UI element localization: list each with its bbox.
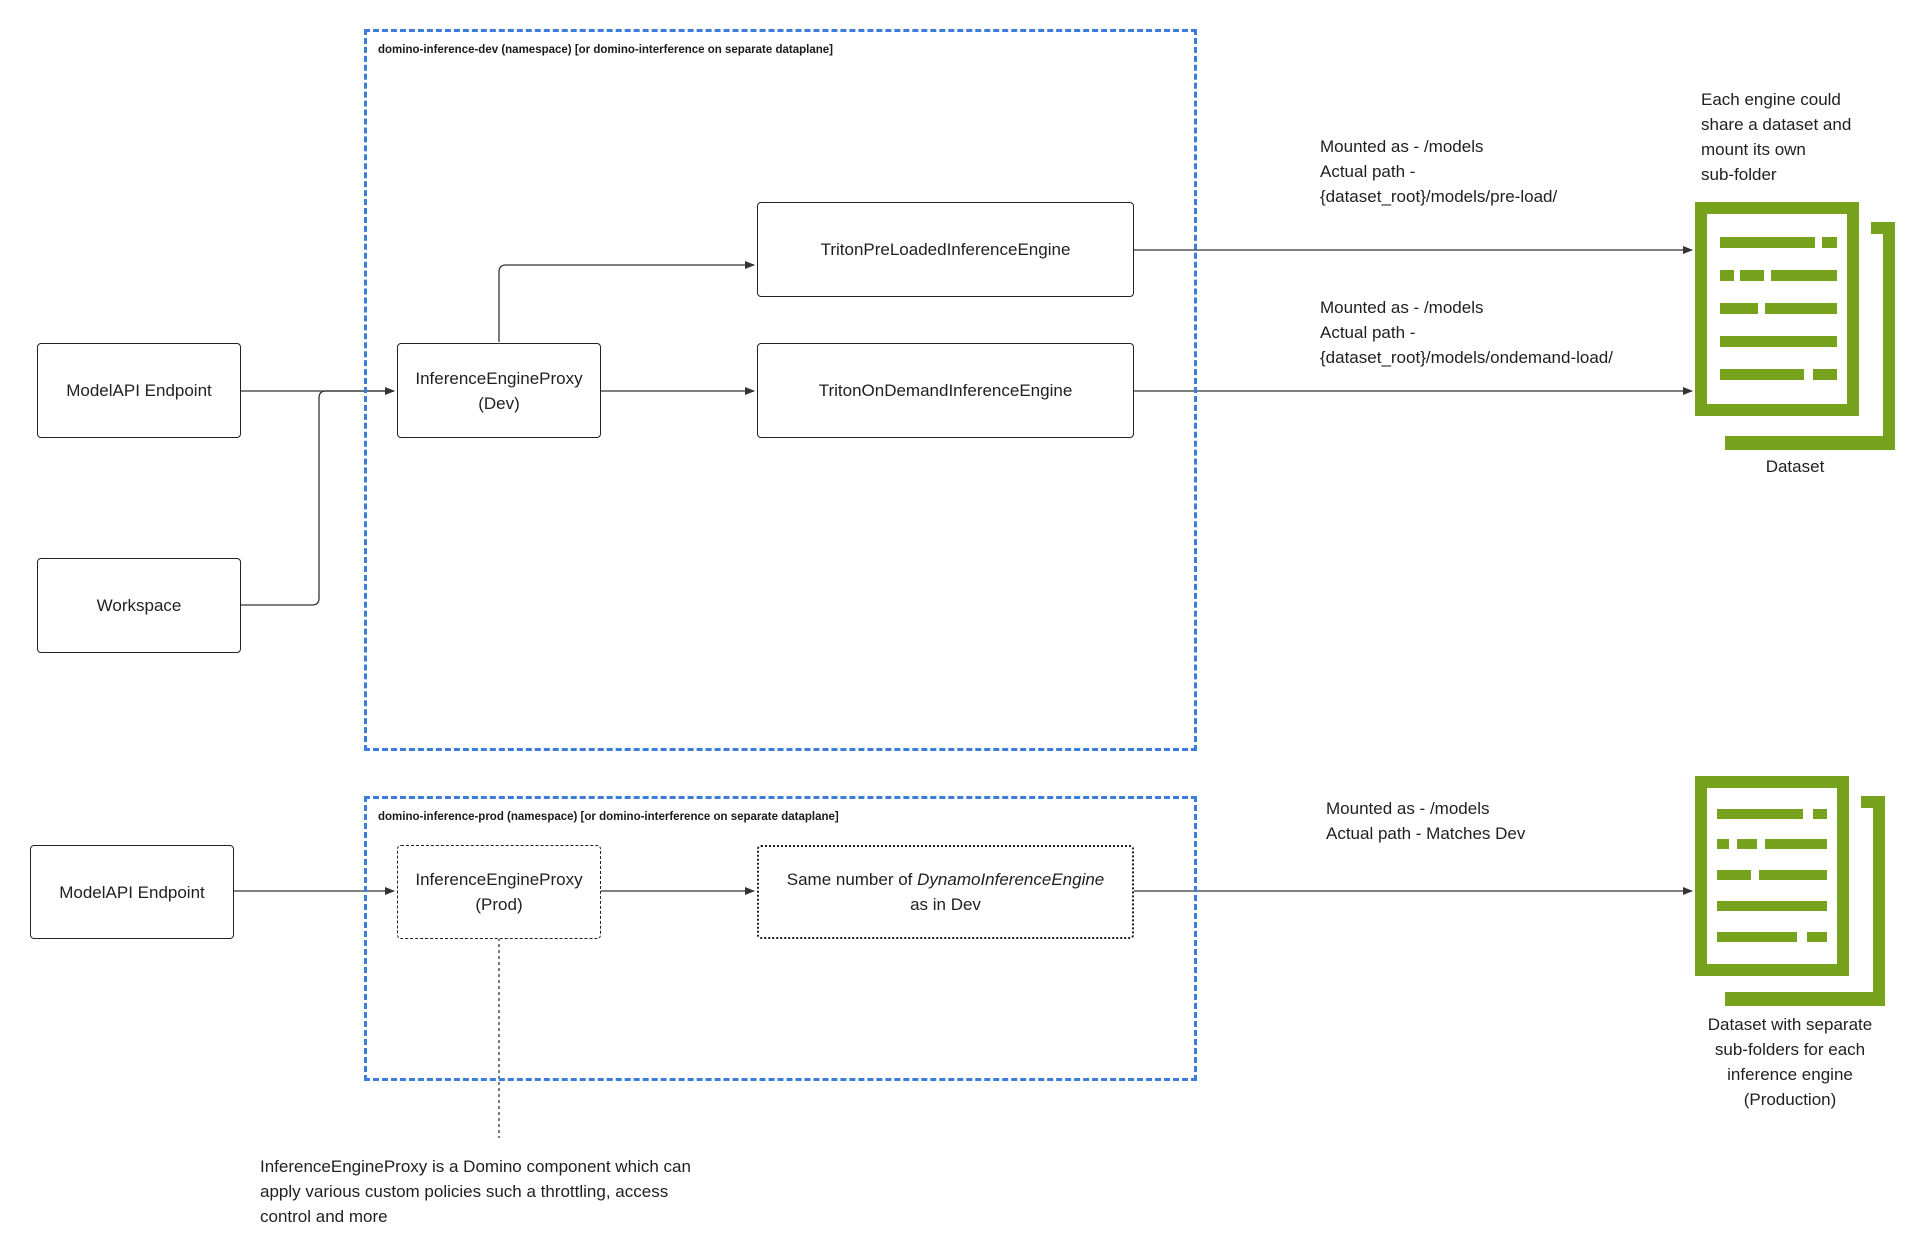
inference-engine-proxy-prod[interactable]: InferenceEngineProxy (Prod) [397,845,601,939]
mount-note-ondemand: Mounted as - /models Actual path - {data… [1320,295,1613,370]
mount-note-prod: Mounted as - /models Actual path - Match… [1326,796,1525,846]
engines-prefix: Same number of [786,870,918,889]
proxy-note-line3: control and more [260,1207,388,1226]
prod-namespace-box [364,796,1197,1081]
dataset-sharing-note: Each engine could share a dataset and mo… [1701,87,1851,187]
proxy-note-line2: apply various custom policies such a thr… [260,1182,669,1201]
mount-note-prod-line2: Actual path - Matches Dev [1326,824,1526,843]
workspace-node[interactable]: Workspace [37,558,241,653]
triton-preloaded-engine[interactable]: TritonPreLoadedInferenceEngine [757,202,1134,297]
mount-note-ondemand-line1: Mounted as - /models [1320,298,1484,317]
modelapi-endpoint-prod[interactable]: ModelAPI Endpoint [30,845,234,939]
dataset-prod-line1: Dataset with separate [1707,1015,1873,1034]
mount-note-preload-line2: Actual path - [1320,162,1416,181]
edge-workspace-to-proxy-dev [241,390,394,606]
modelapi-endpoint-dev-label: ModelAPI Endpoint [66,381,212,400]
dataset-note-line3: mount its own [1701,140,1806,159]
proxy-dev-line2: (Dev) [478,393,520,413]
inference-engine-proxy-dev[interactable]: InferenceEngineProxy (Dev) [397,343,601,438]
mount-note-preload-line3: {dataset_root}/models/pre-load/ [1320,187,1558,206]
edge-proxy-to-preloaded [498,261,755,342]
dataset-note-line1: Each engine could [1701,90,1841,109]
dev-namespace-label: domino-inference-dev (namespace) [or dom… [378,44,833,56]
prod-namespace-label: domino-inference-prod (namespace) [or do… [378,811,839,823]
modelapi-endpoint-prod-label: ModelAPI Endpoint [59,882,205,902]
mount-note-preload-line1: Mounted as - /models [1320,137,1484,156]
dataset-dev-label: Dataset [1765,457,1825,476]
dataset-icon[interactable] [1695,776,1885,1006]
triton-ondemand-engine[interactable]: TritonOnDemandInferenceEngine [757,343,1134,438]
dataset-note-line2: share a dataset and [1701,115,1852,134]
proxy-prod-line2: (Prod) [475,895,523,914]
workspace-label: Workspace [96,596,182,615]
dataset-icon[interactable] [1695,202,1895,450]
triton-preloaded-label: TritonPreLoadedInferenceEngine [820,240,1071,259]
mount-note-ondemand-line2: Actual path - [1320,323,1416,342]
modelapi-endpoint-dev[interactable]: ModelAPI Endpoint [37,343,241,438]
dataset-prod-line2: sub-folders for each [1714,1040,1866,1059]
mount-note-prod-line1: Mounted as - /models [1326,799,1490,818]
engines-line2: as in Dev [910,895,981,914]
dataset-prod-line3: inference engine [1727,1065,1853,1084]
dynamo-engines-prod[interactable]: Same number of DynamoInferenceEngine as … [757,845,1134,939]
dev-namespace-box [364,29,1197,751]
proxy-dev-line1: InferenceEngineProxy [415,368,583,388]
proxy-prod-line1: InferenceEngineProxy [415,870,583,889]
triton-ondemand-label: TritonOnDemandInferenceEngine [818,381,1073,400]
dataset-prod-label: Dataset with separate sub-folders for ea… [1680,1012,1900,1112]
mount-note-preload: Mounted as - /models Actual path - {data… [1320,134,1557,209]
dataset-note-line4: sub-folder [1701,165,1777,184]
mount-note-ondemand-line3: {dataset_root}/models/ondemand-load/ [1320,348,1613,367]
engines-italic: DynamoInferenceEngine [917,870,1105,889]
proxy-description-note: InferenceEngineProxy is a Domino compone… [260,1154,691,1229]
dataset-prod-line4: (Production) [1743,1090,1837,1109]
proxy-note-line1: InferenceEngineProxy is a Domino compone… [260,1157,691,1176]
